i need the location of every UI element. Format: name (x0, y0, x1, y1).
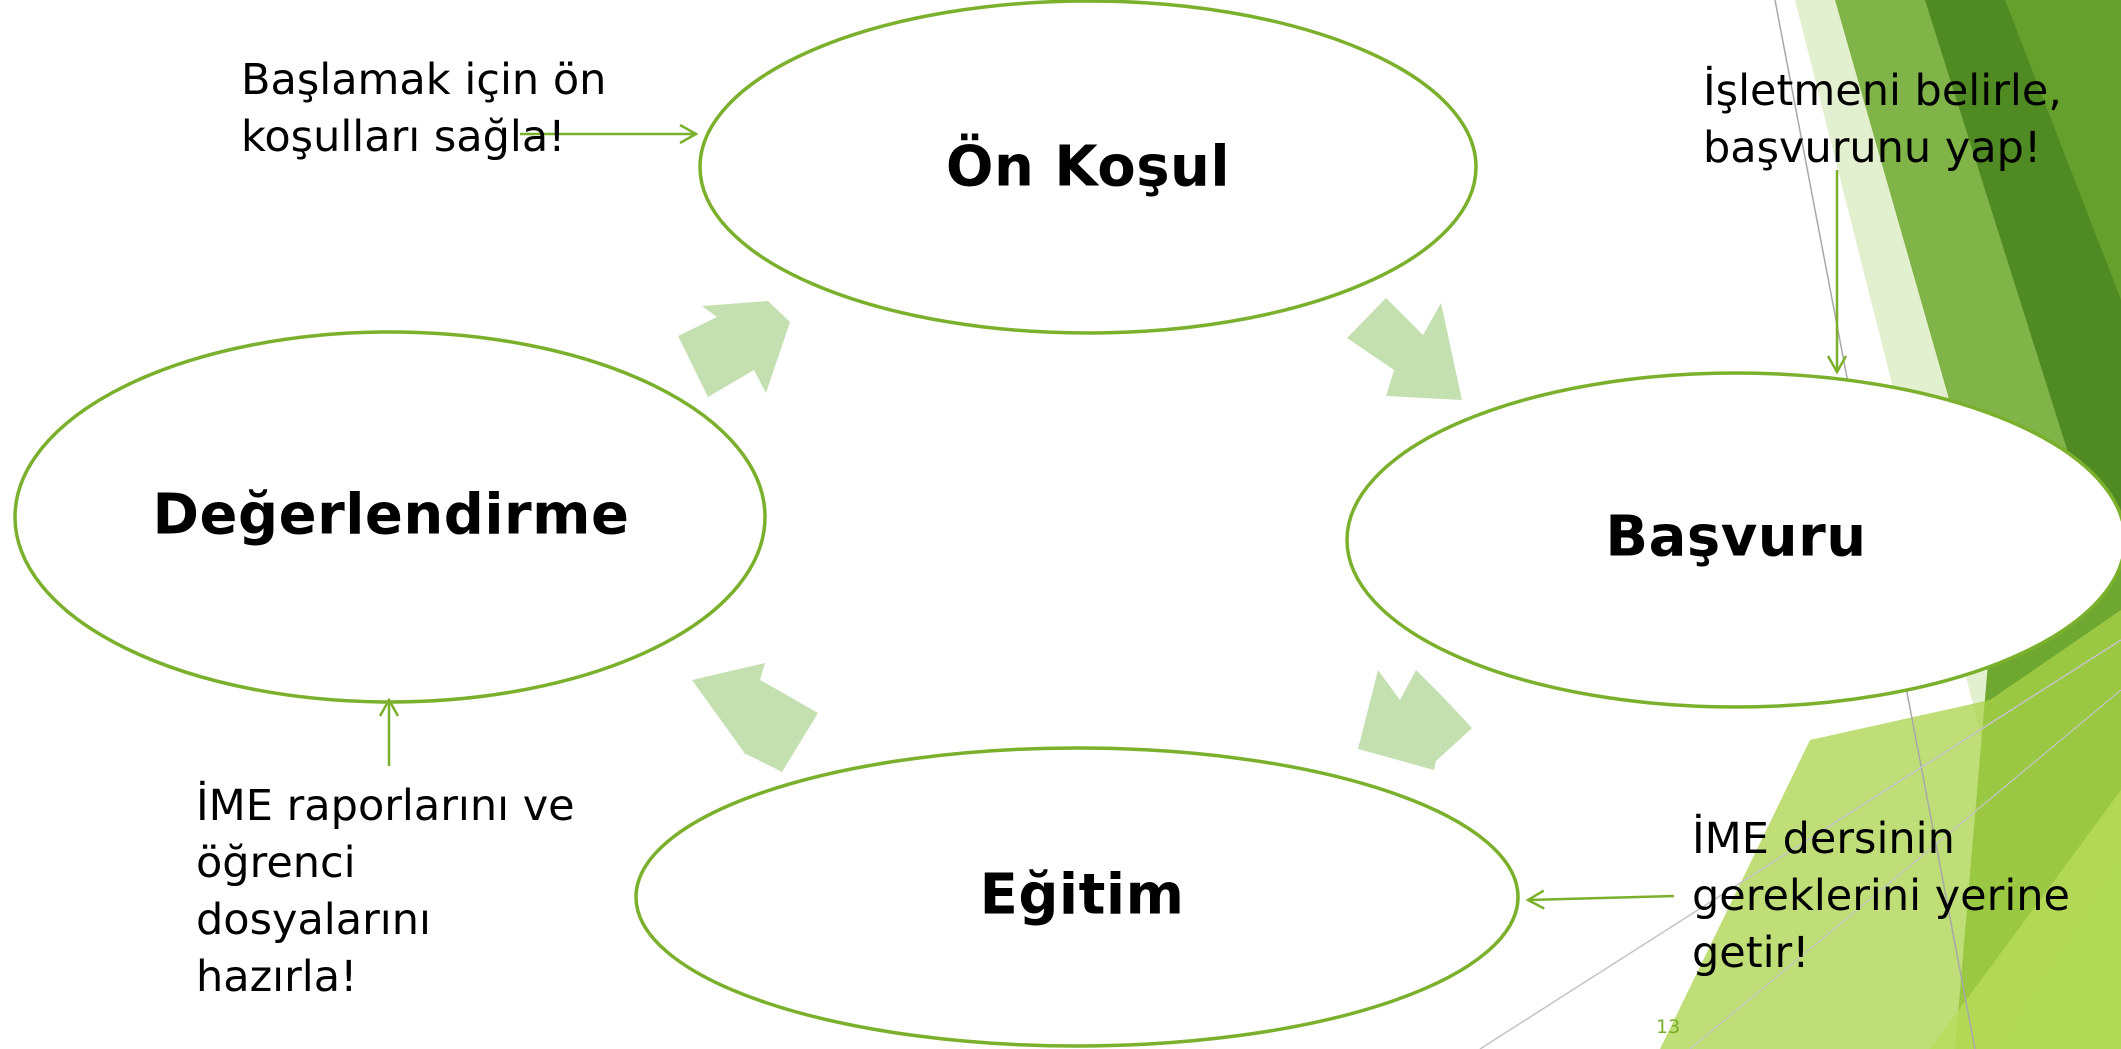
note-egitim-line-3: getir! (1692, 928, 1810, 978)
note-degerlendirme: İME raporlarını ve öğrenci dosyalarını h… (196, 778, 575, 1006)
note-basvuru: İşletmeni belirle, başvurunu yap! (1703, 63, 2062, 177)
cycle-arrow-onkosul-to-basvuru (1347, 298, 1462, 400)
node-shape-on-kosul (698, 0, 1478, 335)
note-connectors (378, 123, 1848, 910)
note-egitim: İME dersinin gereklerini yerine getir! (1692, 811, 2070, 982)
cycle-arrow-basvuru-to-egitim (1358, 670, 1472, 770)
node-label-basvuru: Başvuru (1605, 504, 1867, 570)
note-basvuru-line-2: başvurunu yap! (1703, 123, 2042, 173)
node-shape-basvuru (1345, 371, 2121, 709)
node-label-on-kosul: Ön Koşul (945, 134, 1231, 200)
note-degerlendirme-line-2: öğrenci (196, 838, 356, 888)
page-number: 13 (1656, 1016, 1681, 1038)
node-shape-egitim (634, 746, 1520, 1048)
note-on-kosul-line-1: Başlamak için ön (241, 55, 607, 105)
connector-egitim (1525, 889, 1675, 910)
note-degerlendirme-line-3: dosyalarını (196, 895, 431, 945)
note-degerlendirme-line-1: İME raporlarını ve (196, 781, 575, 831)
cycle-arrow-egitim-to-degerlendirme (692, 663, 818, 772)
note-on-kosul-line-2: koşulları sağla! (241, 112, 566, 162)
note-egitim-line-2: gereklerini yerine (1692, 871, 2070, 921)
cycle-arrow-degerlendirme-to-onkosul (678, 301, 790, 397)
note-degerlendirme-line-4: hazırla! (196, 952, 358, 1002)
note-egitim-line-1: İME dersinin (1692, 814, 1955, 864)
node-label-egitim: Eğitim (979, 862, 1185, 928)
cycle-arrows (678, 298, 1472, 772)
node-label-degerlendirme: Değerlendirme (152, 482, 630, 548)
note-on-kosul: Başlamak için ön koşulları sağla! (241, 52, 606, 166)
note-basvuru-line-1: İşletmeni belirle, (1703, 66, 2062, 116)
